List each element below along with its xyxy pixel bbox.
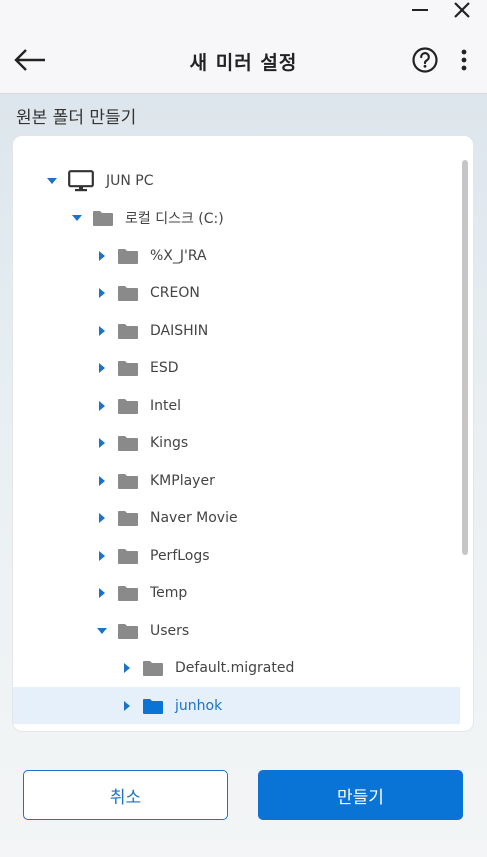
computer-icon [68, 169, 94, 192]
folder-icon [118, 435, 138, 451]
tree-row-label: Users [150, 622, 190, 639]
folder-icon [118, 623, 138, 639]
tree-row-label: CREON [150, 285, 200, 301]
caret-right-icon[interactable] [96, 512, 108, 524]
tree-row[interactable]: Naver Movie [13, 500, 460, 537]
caret-right-icon[interactable] [96, 475, 108, 487]
caret-down-icon[interactable] [71, 212, 83, 224]
back-button[interactable] [12, 43, 48, 77]
tree-row[interactable]: KMPlayer [13, 462, 460, 499]
tree-row-label: %X_J'RA [150, 247, 207, 264]
tree-row-label: Naver Movie [150, 510, 238, 526]
folder-icon [143, 660, 163, 676]
tree-row[interactable]: PerfLogs [13, 537, 460, 574]
minimize-icon[interactable] [405, 0, 435, 22]
folder-icon [118, 248, 138, 264]
more-menu-button[interactable] [452, 44, 476, 76]
tree-row[interactable]: Default.migrated [13, 650, 460, 687]
caret-right-icon[interactable] [96, 287, 108, 299]
back-arrow-icon [14, 49, 45, 71]
help-button[interactable] [409, 44, 441, 76]
close-icon[interactable] [447, 0, 477, 22]
create-button[interactable]: 만들기 [258, 770, 463, 820]
caret-right-icon[interactable] [96, 550, 108, 562]
tree-row[interactable]: %X_J'RA [13, 237, 460, 274]
tree-row-label: Intel [150, 397, 181, 414]
folder-tree-panel: JUN PC 로컬 디스크 (C:) %X_J'RA CREON DAISHIN ESD I… [12, 135, 474, 732]
tree-row-label: JUN PC [106, 172, 154, 189]
tree-row[interactable]: DAISHIN [13, 312, 460, 349]
app-header: 새 미러 설정 [0, 26, 487, 94]
help-icon [412, 47, 438, 73]
caret-down-icon[interactable] [96, 625, 108, 637]
cancel-button[interactable]: 취소 [23, 770, 228, 820]
caret-right-icon[interactable] [96, 250, 108, 262]
folder-icon [118, 398, 138, 414]
folder-icon [118, 360, 138, 376]
tree-row-label: DAISHIN [150, 322, 209, 339]
folder-icon [118, 510, 138, 526]
folder-icon [118, 585, 138, 601]
scrollbar-thumb[interactable] [462, 160, 468, 555]
tree-row[interactable]: 로컬 디스크 (C:) [13, 200, 460, 237]
caret-right-icon[interactable] [96, 437, 108, 449]
folder-icon [143, 698, 163, 714]
tree-row[interactable]: junhok [13, 687, 460, 724]
tree-row[interactable]: ESD [13, 350, 460, 387]
folder-icon [93, 210, 113, 226]
tree-row[interactable]: Users [13, 612, 460, 649]
caret-right-icon[interactable] [96, 587, 108, 599]
folder-icon [118, 285, 138, 301]
tree-row[interactable]: Intel [13, 387, 460, 424]
tree-row[interactable]: JUN PC [13, 162, 460, 199]
tree-row[interactable]: CREON [13, 275, 460, 312]
tree-row-label: junhok [175, 697, 223, 714]
tree-row[interactable]: Kings [13, 425, 460, 462]
tree-row-label: ESD [150, 360, 179, 376]
folder-icon [118, 323, 138, 339]
caret-right-icon[interactable] [121, 662, 133, 674]
tree-row-label: PerfLogs [150, 547, 210, 564]
page-title: 새 미러 설정 [189, 52, 298, 74]
caret-down-icon[interactable] [46, 175, 58, 187]
tree-row-label: KMPlayer [150, 472, 215, 489]
folder-icon [118, 548, 138, 564]
tree-row-label: Kings [150, 435, 189, 451]
more-vertical-icon [461, 49, 467, 71]
caret-right-icon[interactable] [96, 325, 108, 337]
tree-row-label: Temp [150, 585, 188, 601]
caret-right-icon[interactable] [96, 400, 108, 412]
folder-icon [118, 473, 138, 489]
caret-right-icon[interactable] [121, 700, 133, 712]
tree-row[interactable]: Temp [13, 575, 460, 612]
caret-right-icon[interactable] [96, 362, 108, 374]
window-titlebar [0, 0, 487, 26]
tree-row-label: Default.migrated [175, 660, 295, 676]
tree-row-label: 로컬 디스크 (C:) [125, 211, 224, 227]
section-label: 원본 폴더 만들기 [16, 108, 137, 128]
